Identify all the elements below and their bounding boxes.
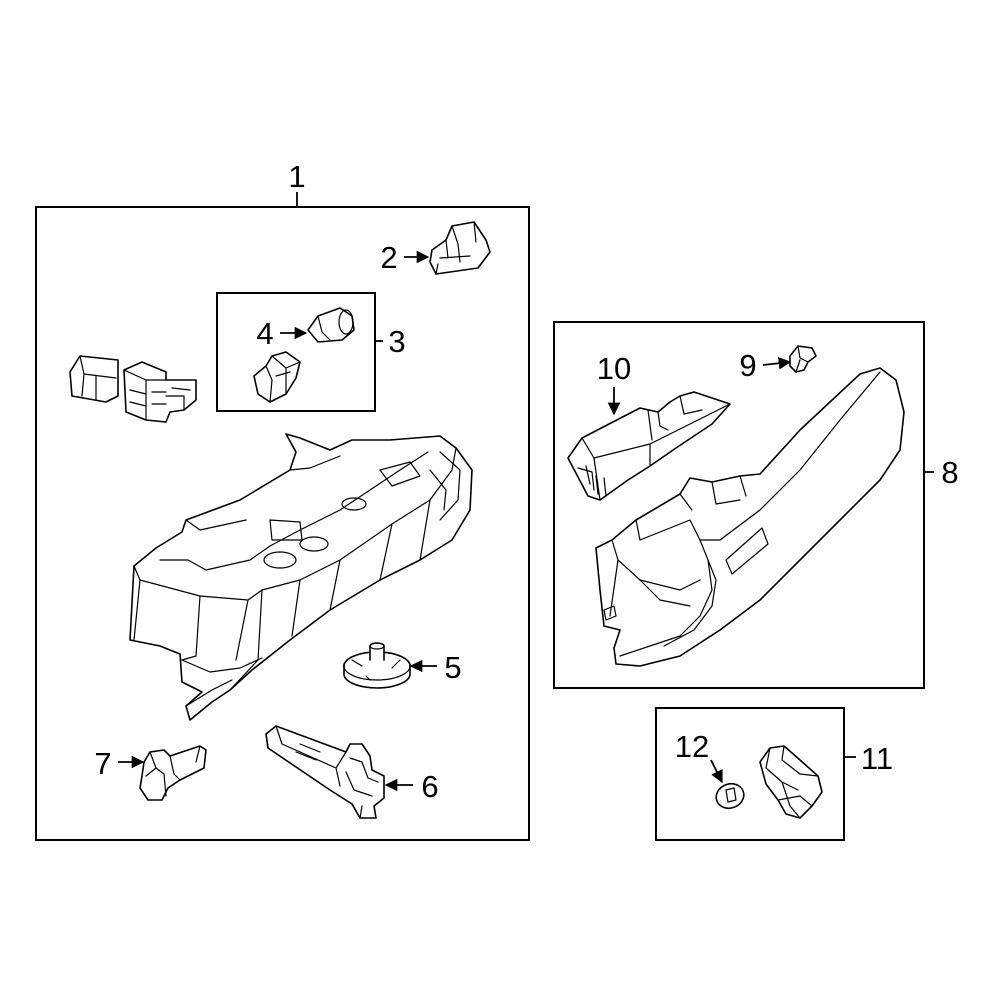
callout-6: 6: [421, 769, 438, 804]
arrow-9: [762, 356, 792, 370]
group-11-frame: [655, 707, 845, 841]
callout-11: 11: [861, 741, 893, 776]
part-1-housing: [129, 433, 473, 721]
part-5-damper: [343, 642, 411, 689]
callout-9: 9: [739, 348, 756, 383]
callout-2: 2: [380, 240, 397, 275]
callout-10: 10: [597, 351, 631, 386]
part-4-bulb: [307, 307, 355, 343]
group-3-frame: [216, 292, 376, 412]
part-11-fastener: [759, 745, 823, 819]
bracket-left-large: [123, 361, 197, 423]
callout-4: 4: [256, 316, 273, 351]
part-12-washer: [715, 782, 745, 810]
callout-7: 7: [94, 746, 111, 781]
part-9-clip: [789, 345, 817, 373]
lamp-socket: [253, 351, 301, 403]
callout-1: 1: [288, 159, 305, 194]
part-2-clip: [429, 221, 491, 275]
group-8-frame: [553, 321, 925, 689]
group-1-frame: [35, 206, 530, 841]
part-6-latch: [265, 725, 385, 819]
callout-3: 3: [388, 324, 405, 359]
part-10-tray: [567, 391, 731, 501]
callout-8: 8: [941, 455, 958, 490]
bracket-left-small: [69, 355, 119, 403]
arrow-12: [710, 759, 723, 784]
part-7-hinge: [139, 745, 207, 801]
callout-5: 5: [444, 650, 461, 685]
callout-12: 12: [675, 729, 709, 764]
part-8-door: [595, 367, 905, 667]
